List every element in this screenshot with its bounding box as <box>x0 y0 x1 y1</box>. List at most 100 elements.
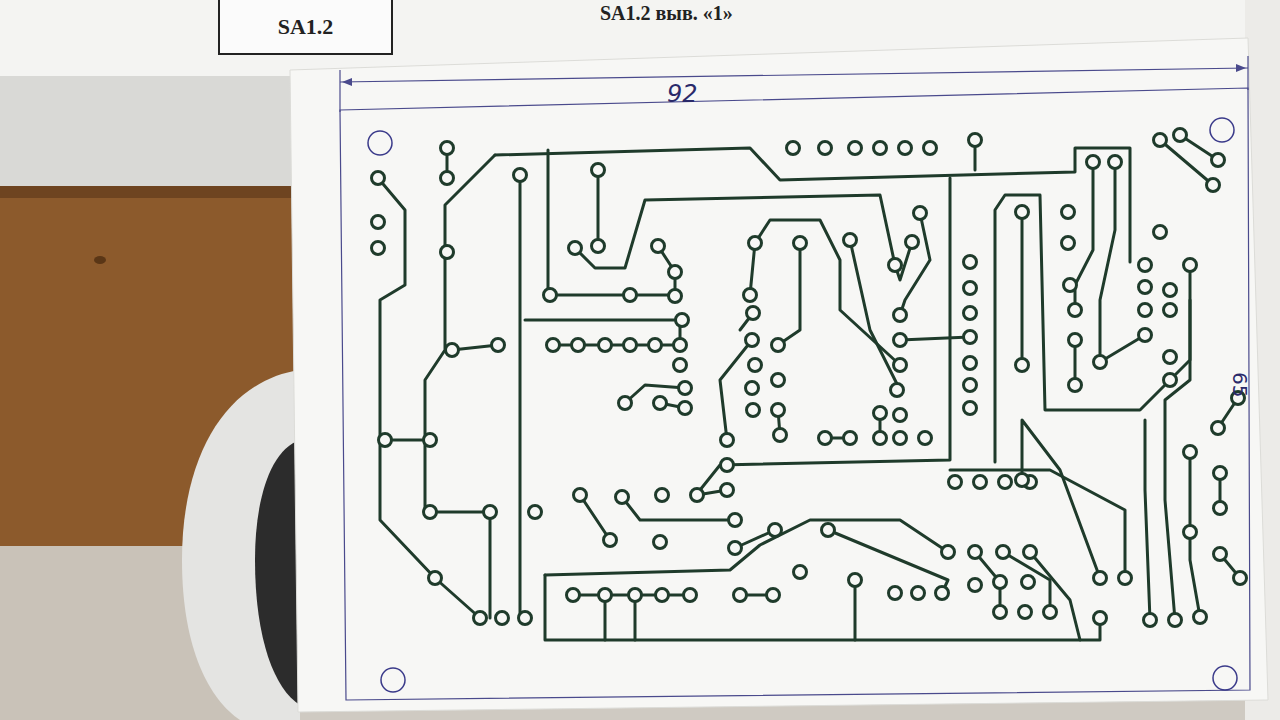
solder-pad <box>1064 279 1077 292</box>
solder-pad <box>894 409 907 422</box>
solder-pad <box>746 382 759 395</box>
solder-pad <box>894 432 907 445</box>
copper-trace <box>622 497 735 520</box>
solder-pad <box>734 589 747 602</box>
solder-pad <box>1184 526 1197 539</box>
mounting-hole <box>381 668 405 692</box>
solder-pad <box>894 334 907 347</box>
solder-pad <box>1144 614 1157 627</box>
solder-pad <box>574 489 587 502</box>
solder-pad <box>969 546 982 559</box>
copper-trace <box>1100 162 1115 362</box>
solder-pad <box>1214 467 1227 480</box>
solder-pad <box>544 289 557 302</box>
solder-pad <box>1139 259 1152 272</box>
solder-pad <box>567 589 580 602</box>
solder-pad <box>924 142 937 155</box>
solder-pad <box>674 339 687 352</box>
solder-pad <box>1022 576 1035 589</box>
solder-pad <box>684 589 697 602</box>
solder-pad <box>964 256 977 269</box>
solder-pad <box>519 612 532 625</box>
solder-pad <box>1194 611 1207 624</box>
copper-trace <box>1030 552 1080 640</box>
solder-pad <box>749 359 762 372</box>
solder-pad <box>446 344 459 357</box>
solder-pad <box>849 142 862 155</box>
solder-pad <box>1164 304 1177 317</box>
wood-knot <box>94 256 106 264</box>
board-outline <box>340 88 1250 700</box>
solder-pad <box>746 334 759 347</box>
solder-pad <box>624 289 637 302</box>
solder-pad <box>474 612 487 625</box>
solder-pad <box>949 476 962 489</box>
solder-pad <box>424 506 437 519</box>
solder-pad <box>669 266 682 279</box>
solder-pad <box>874 142 887 155</box>
solder-pad <box>997 546 1010 559</box>
solder-pad <box>1164 351 1177 364</box>
solder-pad <box>1016 359 1029 372</box>
paper-sheet <box>290 38 1268 712</box>
monitor-bezel <box>0 76 300 186</box>
solder-pad <box>529 506 542 519</box>
dimension-tick <box>339 70 340 112</box>
solder-pad <box>819 142 832 155</box>
solder-pad <box>1044 606 1057 619</box>
box-text: SA1.2 <box>278 14 334 40</box>
solder-pad <box>674 359 687 372</box>
solder-pad <box>889 259 902 272</box>
solder-pad <box>969 134 982 147</box>
mounting-hole <box>1210 118 1234 142</box>
solder-pad <box>1184 259 1197 272</box>
solder-pad <box>1214 548 1227 561</box>
solder-pad <box>994 606 1007 619</box>
solder-pad <box>379 434 392 447</box>
solder-pad <box>1094 572 1107 585</box>
solder-pad <box>656 489 669 502</box>
solder-pad <box>747 404 760 417</box>
solder-pad <box>729 542 742 555</box>
solder-pad <box>1087 156 1100 169</box>
solder-pad <box>624 339 637 352</box>
solder-pad <box>999 476 1012 489</box>
copper-trace <box>575 195 895 268</box>
solder-pad <box>592 240 605 253</box>
solder-pad <box>547 339 560 352</box>
solder-pad <box>1164 374 1177 387</box>
solder-pad <box>964 331 977 344</box>
solder-pad <box>891 384 904 397</box>
dimension-text: 65 <box>1228 372 1252 397</box>
copper-trace <box>1075 162 1093 310</box>
solder-pad <box>599 339 612 352</box>
solder-pad <box>787 142 800 155</box>
solder-pad <box>652 240 665 253</box>
solder-pad <box>969 579 982 592</box>
solder-pad <box>1024 546 1037 559</box>
solder-pad <box>679 382 692 395</box>
dimension-arrow <box>1236 64 1246 72</box>
copper-trace <box>854 580 857 640</box>
solder-pad <box>1169 614 1182 627</box>
solder-pad <box>894 359 907 372</box>
solder-pad <box>1019 606 1032 619</box>
dimension-tick <box>1247 56 1248 90</box>
copper-trace <box>597 170 600 246</box>
solder-pad <box>1207 179 1220 192</box>
solder-pad <box>1139 329 1152 342</box>
solder-pad <box>441 172 454 185</box>
solder-pad <box>372 172 385 185</box>
solder-pad <box>1109 156 1122 169</box>
solder-pad <box>1212 154 1225 167</box>
solder-pad <box>441 246 454 259</box>
solder-pad <box>874 407 887 420</box>
copper-trace <box>1145 420 1150 620</box>
solder-pad <box>656 589 669 602</box>
solder-pad <box>372 242 385 255</box>
solder-pad <box>654 536 667 549</box>
copper-trace <box>778 243 800 345</box>
solder-pad <box>919 432 932 445</box>
solder-pad <box>616 491 629 504</box>
copper-trace <box>548 150 680 295</box>
